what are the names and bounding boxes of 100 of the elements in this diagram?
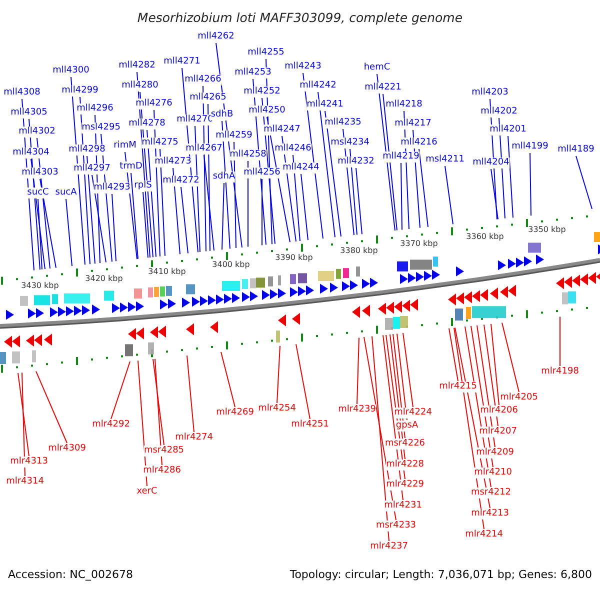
leader-line (204, 154, 214, 251)
leader-line (508, 136, 514, 218)
scale-label: 3390 kbp (275, 252, 313, 263)
leader-line (292, 154, 300, 242)
gene-label: sucC (27, 188, 49, 198)
leader-line (372, 336, 390, 542)
gene-label: mll4299 (62, 86, 98, 96)
gene-label: mll4242 (300, 80, 336, 92)
gene-label: mlr4313 (10, 456, 48, 468)
scale-label: 3380 kbp (340, 246, 378, 256)
gene-label: mll4259 (216, 130, 252, 142)
leader-line (86, 156, 96, 264)
leader-line (364, 336, 396, 520)
leader-line (490, 168, 498, 220)
gene-label: mll4280 (122, 80, 158, 92)
gene-label: mll4265 (190, 92, 226, 104)
leader-line (222, 182, 224, 250)
leader-line (36, 370, 68, 444)
gene-label: mll4232 (338, 156, 374, 168)
gene-label: mlr4228 (386, 460, 424, 470)
gene-label: mll4216 (400, 138, 438, 148)
leader-line (146, 130, 156, 258)
leader-line (30, 158, 46, 270)
leader-line (484, 324, 498, 426)
gene-label: mlr4229 (386, 480, 424, 490)
gene-label: mll4258 (230, 150, 266, 160)
gene-label: mll4272 (162, 176, 200, 186)
leader-line (502, 322, 520, 392)
leader-line (22, 372, 26, 476)
gene-label: mll4256 (244, 168, 280, 178)
leader-line (448, 328, 458, 382)
gene-label: mll4204 (472, 158, 510, 168)
leader-line (154, 358, 162, 466)
leader-line (382, 94, 398, 231)
gene-label: mlr4286 (143, 466, 181, 476)
gene-label: mll4219 (382, 152, 420, 162)
gene-label: mll4217 (394, 118, 432, 130)
leader-line (152, 358, 164, 446)
leader-line (400, 162, 402, 230)
leader-line (490, 323, 500, 406)
leader-line (110, 361, 130, 420)
leader-line (160, 148, 166, 256)
gene-label: mlr4206 (480, 406, 518, 416)
gene-label: mll4275 (142, 138, 178, 148)
gene-label: mll4250 (248, 106, 286, 116)
leader-line (300, 174, 308, 241)
gene-label: mll4202 (480, 106, 518, 118)
leader-line (112, 194, 116, 262)
gene-label: mll4293 (94, 182, 130, 194)
leader-line (356, 337, 360, 404)
scale-label: 3420 kbp (85, 274, 123, 284)
leader-line (66, 198, 72, 267)
diagram-title: Mesorhizobium loti MAFF303099, complete genome (136, 10, 464, 25)
leader-line (324, 110, 342, 237)
scale-label: 3360 kbp (466, 232, 504, 242)
gene-label: mll4305 (10, 108, 48, 118)
leader-line (186, 355, 194, 432)
gene-label: trmD (120, 162, 142, 172)
scale-label: 3410 kbp (148, 266, 186, 277)
leader-line (302, 72, 324, 239)
leader-line (208, 104, 210, 252)
footer-text: Topology: circular; Length: 7,036,071 bp; Genes: 6,800 (290, 568, 592, 581)
leader-line (530, 152, 532, 216)
gene-label: mll4201 (490, 124, 526, 136)
leader-line (92, 174, 106, 263)
footer-text: Accession: NC_002678 (8, 568, 134, 581)
leader-line (222, 120, 230, 250)
leader-line (130, 172, 138, 260)
gene-label: mll4304 (12, 148, 50, 158)
gene-label: rplS (134, 180, 152, 192)
gene-label: gpsA (396, 420, 418, 432)
gene-label: mll4278 (128, 118, 166, 130)
gene-label: mlr4224 (394, 408, 432, 418)
gene-label: msl4234 (330, 138, 370, 148)
leader-line (124, 152, 138, 260)
gene-label: mll4296 (76, 104, 114, 114)
gene-label: sdhB (210, 110, 234, 120)
gene-label: mll4298 (68, 144, 106, 156)
leader-line (18, 372, 30, 456)
leader-line (276, 345, 280, 404)
gene-label: mll4266 (184, 74, 222, 86)
gene-label: mlr4207 (479, 426, 517, 438)
leader-line (350, 148, 358, 236)
gene-label: mll4244 (282, 162, 320, 174)
leader-line (38, 198, 42, 270)
gene-label: msr4226 (384, 438, 426, 450)
scale-label: 3400 kbp (212, 260, 250, 270)
gene-label: msr4233 (376, 520, 416, 532)
gene-label: mlr4209 (476, 448, 514, 458)
gene-label: mlr4210 (474, 468, 512, 478)
leader-line (356, 168, 362, 235)
leader-line (376, 74, 396, 232)
gene-label: mll4303 (22, 168, 58, 178)
gene-label: mll4276 (136, 98, 172, 110)
leader-line (40, 178, 56, 268)
scale-label: 3370 kbp (400, 238, 438, 249)
gene-label: mll4297 (74, 164, 110, 174)
leader-line (296, 344, 310, 420)
leader-line (396, 333, 408, 420)
gene-label: msr4285 (144, 446, 184, 456)
